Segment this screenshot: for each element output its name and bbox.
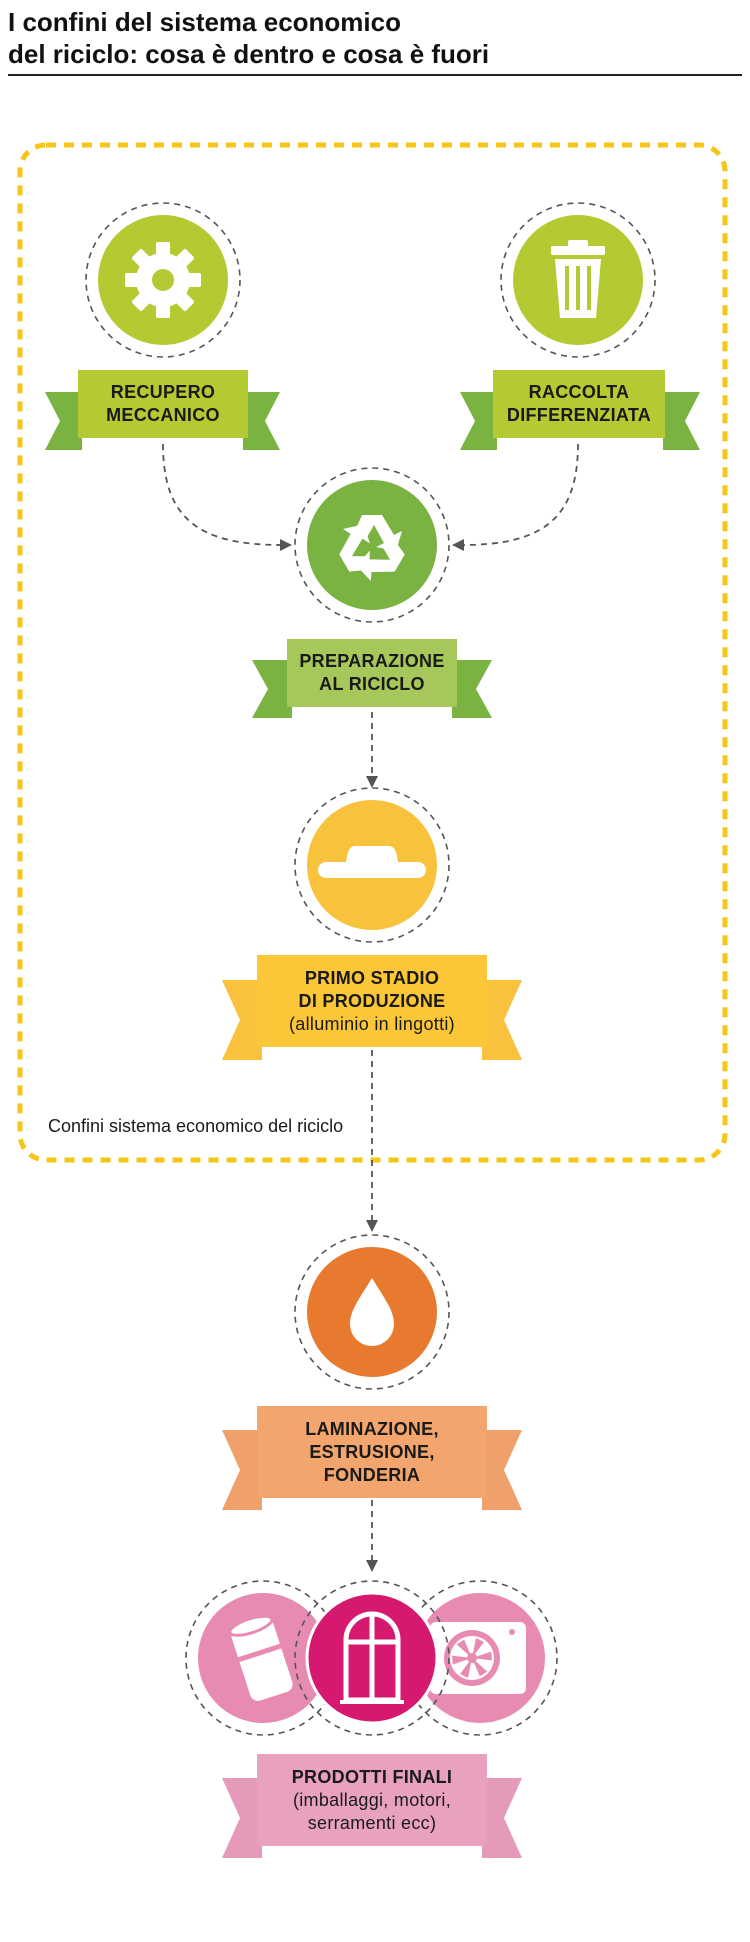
arrowhead xyxy=(366,1220,378,1232)
laminazione-ribbon-tail-right xyxy=(482,1430,522,1510)
recupero-ribbon xyxy=(78,370,248,438)
primo-ribbon-tail-right xyxy=(482,980,522,1060)
title-line-1: I confini del sistema economico xyxy=(8,7,401,37)
label-preparazione: PREPARAZIONE AL RICICLO xyxy=(287,650,457,696)
prodotti-ribbon-tail-left xyxy=(222,1778,262,1858)
node-primo-stadio xyxy=(222,787,522,1060)
node-laminazione xyxy=(222,1234,522,1510)
raccolta-dashed-ring xyxy=(500,202,656,358)
arrow-recupero-to-preparazione xyxy=(162,443,283,546)
gear-icon xyxy=(125,242,201,318)
prodotti-right-dashed-ring xyxy=(402,1580,558,1736)
label-line: LAMINAZIONE, xyxy=(305,1419,439,1439)
boundary-label: Confini sistema economico del riciclo xyxy=(48,1116,344,1136)
primo-ribbon-tail-left xyxy=(222,980,262,1060)
laminazione-dashed-ring xyxy=(294,1234,450,1390)
can-icon xyxy=(228,1614,293,1701)
window-icon xyxy=(340,1611,404,1704)
label-line: ESTRUSIONE, xyxy=(309,1442,435,1462)
primo-ribbon xyxy=(257,955,487,1047)
label-laminazione: LAMINAZIONE, ESTRUSIONE, FONDERIA xyxy=(257,1418,487,1487)
recupero-dashed-ring xyxy=(85,202,241,358)
label-recupero: RECUPERO MECCANICO xyxy=(78,381,248,427)
arrowhead xyxy=(280,539,292,551)
preparazione-circle xyxy=(307,480,437,610)
title-line-2: del riciclo: cosa è dentro e cosa è fuor… xyxy=(8,39,490,69)
ingot-icon xyxy=(318,846,426,878)
label-line: PRIMO STADIO xyxy=(304,968,440,988)
arrowhead xyxy=(452,539,464,551)
primo-dashed-ring xyxy=(294,787,450,943)
label-primo-stadio: PRIMO STADIO DI PRODUZIONE (alluminio in… xyxy=(257,967,487,1036)
label-line: (imballaggi, motori, xyxy=(292,1790,452,1810)
trash-bin-icon xyxy=(551,240,605,318)
raccolta-ribbon-tail-right xyxy=(663,392,700,450)
node-preparazione xyxy=(252,467,492,718)
label-line: PREPARAZIONE xyxy=(299,651,445,671)
label-line: DI PRODUZIONE xyxy=(298,991,446,1011)
arrowhead xyxy=(366,1560,378,1572)
label-prodotti: PRODOTTI FINALI (imballaggi, motori, ser… xyxy=(257,1766,487,1835)
recupero-ribbon-tail-left xyxy=(45,392,82,450)
raccolta-ribbon-tail-left xyxy=(460,392,497,450)
label-line: RACCOLTA xyxy=(528,382,630,402)
prodotti-ribbon xyxy=(257,1754,487,1846)
label-line: RECUPERO xyxy=(110,382,216,402)
raccolta-ribbon xyxy=(493,370,665,438)
node-recupero xyxy=(45,202,280,450)
label-line: FONDERIA xyxy=(323,1465,421,1485)
label-line: AL RICICLO xyxy=(319,674,425,694)
recupero-ribbon-tail-right xyxy=(243,392,280,450)
preparazione-ribbon-tail-left xyxy=(252,660,292,718)
label-line: DIFFERENZIATA xyxy=(506,405,652,425)
prodotti-ribbon-tail-right xyxy=(482,1778,522,1858)
preparazione-ribbon-tail-right xyxy=(452,660,492,718)
label-line: (alluminio in lingotti) xyxy=(289,1014,455,1034)
drop-icon xyxy=(350,1278,394,1346)
arrow-raccolta-to-preparazione xyxy=(461,443,579,546)
label-line: MECCANICO xyxy=(106,405,220,425)
fan-unit-icon xyxy=(430,1622,526,1694)
title-divider xyxy=(8,74,742,76)
preparazione-dashed-ring xyxy=(294,467,450,623)
label-line: PRODOTTI FINALI xyxy=(291,1767,453,1787)
label-line: serramenti ecc) xyxy=(307,1813,437,1833)
preparazione-ribbon xyxy=(287,639,457,707)
arrowhead xyxy=(366,776,378,788)
laminazione-ribbon xyxy=(257,1406,487,1498)
laminazione-ribbon-tail-left xyxy=(222,1430,262,1510)
page-title: I confini del sistema economico del rici… xyxy=(8,6,738,70)
prodotti-center-dashed-ring xyxy=(294,1580,450,1736)
label-raccolta: RACCOLTA DIFFERENZIATA xyxy=(493,381,665,427)
recycle-icon xyxy=(339,515,405,581)
node-prodotti xyxy=(185,1580,558,1858)
node-raccolta xyxy=(460,202,700,450)
